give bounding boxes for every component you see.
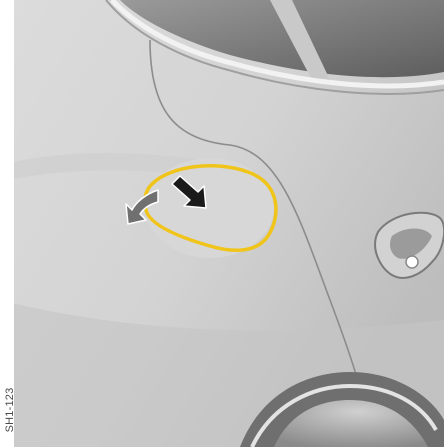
side-mirror-hole: [406, 256, 418, 268]
figure-code-label: SH1-123: [4, 380, 16, 440]
